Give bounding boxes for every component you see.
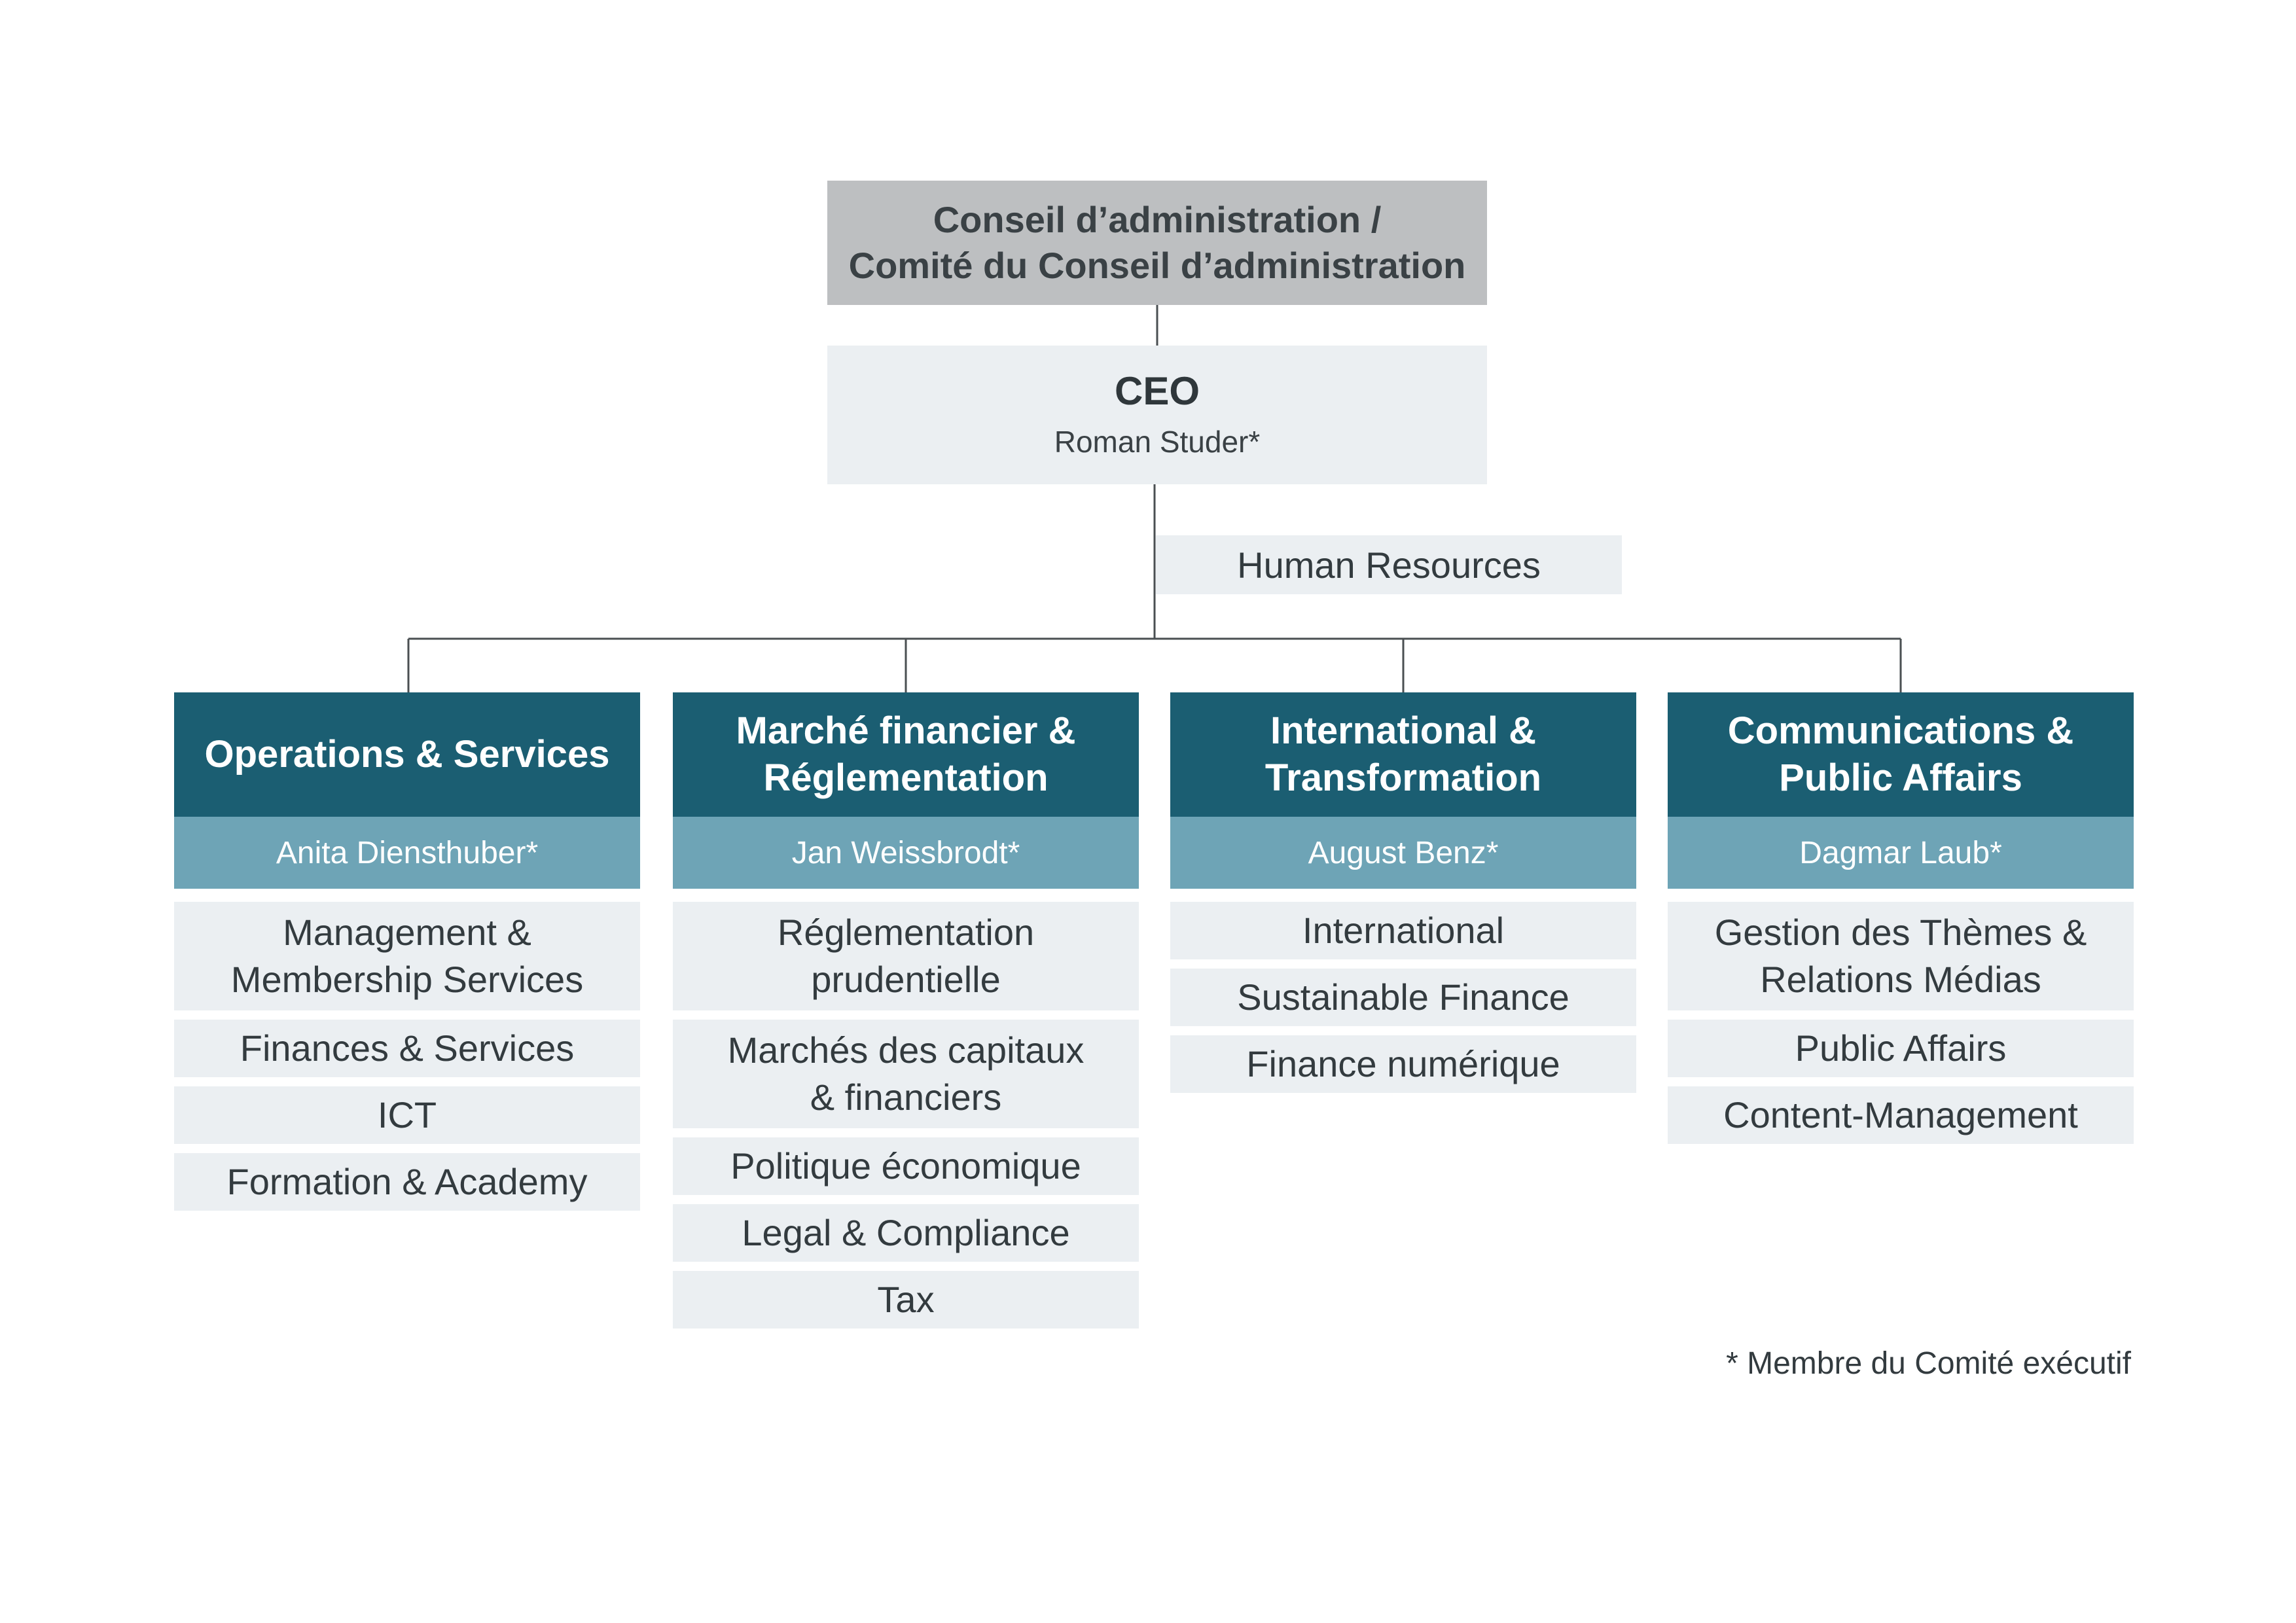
unit-box: Tax bbox=[673, 1271, 1139, 1329]
unit-box: Finance numérique bbox=[1170, 1035, 1636, 1093]
unit-box: ICT bbox=[174, 1086, 640, 1144]
ceo-title: CEO bbox=[1114, 369, 1200, 413]
division-column-1: Operations & Services Anita Diensthuber*… bbox=[174, 692, 640, 1220]
unit-box: Legal & Compliance bbox=[673, 1204, 1139, 1262]
unit-box: Formation & Academy bbox=[174, 1153, 640, 1211]
unit-box: Content-Management bbox=[1668, 1086, 2134, 1144]
division-head: Jan Weissbrodt* bbox=[673, 817, 1139, 889]
unit-box: Gestion des Thèmes & Relations Médias bbox=[1668, 902, 2134, 1010]
division-head: Dagmar Laub* bbox=[1668, 817, 2134, 889]
unit-box: Sustainable Finance bbox=[1170, 969, 1636, 1026]
division-head: Anita Diensthuber* bbox=[174, 817, 640, 889]
division-column-2: Marché financier & Réglementation Jan We… bbox=[673, 692, 1139, 1338]
board-box: Conseil d’administration / Comité du Con… bbox=[827, 181, 1487, 305]
unit-box: Politique économique bbox=[673, 1137, 1139, 1195]
unit-box: Finances & Services bbox=[174, 1020, 640, 1077]
division-title: Marché financier & Réglementation bbox=[673, 692, 1139, 817]
ceo-name: Roman Studer* bbox=[1054, 425, 1261, 459]
division-title: Communications & Public Affairs bbox=[1668, 692, 2134, 817]
division-head: August Benz* bbox=[1170, 817, 1636, 889]
division-column-4: Communications & Public Affairs Dagmar L… bbox=[1668, 692, 2134, 1153]
unit-box: Réglementation prudentielle bbox=[673, 902, 1139, 1010]
unit-box: Public Affairs bbox=[1668, 1020, 2134, 1077]
unit-box: International bbox=[1170, 902, 1636, 959]
board-line-2: Comité du Conseil d’administration bbox=[848, 245, 1466, 286]
division-column-3: International & Transformation August Be… bbox=[1170, 692, 1636, 1102]
unit-box: Management & Membership Services bbox=[174, 902, 640, 1010]
division-title: International & Transformation bbox=[1170, 692, 1636, 817]
unit-box: Marchés des capitaux & financiers bbox=[673, 1020, 1139, 1128]
footnote: * Membre du Comité exécutif bbox=[1726, 1346, 2131, 1381]
board-line-1: Conseil d’administration / bbox=[933, 199, 1382, 240]
division-title: Operations & Services bbox=[174, 692, 640, 817]
human-resources-box: Human Resources bbox=[1156, 535, 1622, 594]
ceo-box: CEO Roman Studer* bbox=[827, 346, 1487, 484]
